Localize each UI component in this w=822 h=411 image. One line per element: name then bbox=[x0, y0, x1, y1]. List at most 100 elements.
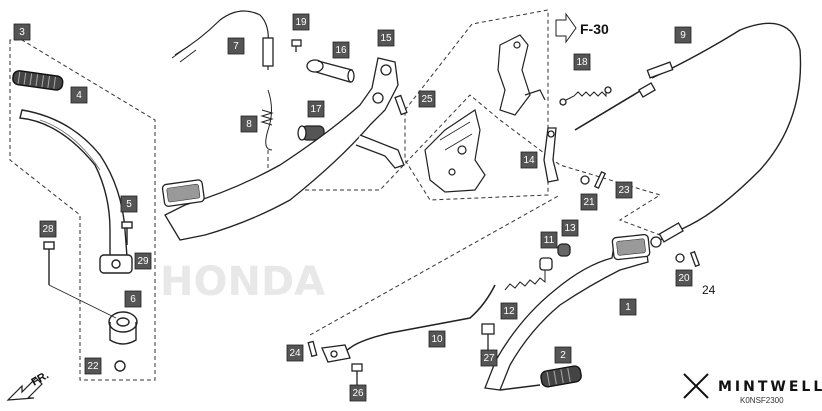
part-callout-18: 18 bbox=[573, 53, 591, 71]
front-direction-arrow: FR. bbox=[6, 369, 51, 401]
callout-number: 12 bbox=[503, 306, 515, 317]
callout-number: 21 bbox=[583, 197, 595, 208]
group-outlines bbox=[9, 9, 662, 381]
callout-box bbox=[332, 41, 350, 59]
bolt-27 bbox=[481, 323, 495, 350]
brake-pedal-pad bbox=[161, 179, 205, 207]
part-callout-22: 22 bbox=[84, 357, 102, 375]
callout-number: 27 bbox=[483, 353, 495, 364]
callout-box bbox=[292, 13, 310, 31]
grip-rubber bbox=[12, 70, 64, 91]
callout-number: 6 bbox=[130, 294, 136, 305]
callout-number: 17 bbox=[310, 104, 322, 115]
callout-box bbox=[418, 90, 436, 108]
callout-number: 13 bbox=[564, 223, 576, 234]
part-callout-3: 3 bbox=[13, 23, 31, 41]
callout-box bbox=[124, 290, 142, 308]
label-24-plain: 24 bbox=[702, 283, 716, 297]
reference-arrow: F-30 bbox=[555, 12, 609, 44]
callout-number: 25 bbox=[421, 94, 433, 105]
part-callout-8: 8 bbox=[240, 115, 258, 133]
part-callout-26: 26 bbox=[349, 384, 367, 402]
callout-number: 28 bbox=[42, 224, 54, 235]
callout-number: 23 bbox=[618, 185, 630, 196]
reference-label: F-30 bbox=[580, 21, 609, 37]
part-callout-10: 10 bbox=[428, 330, 446, 348]
bolt-26 bbox=[351, 363, 363, 385]
part-callout-15: 15 bbox=[377, 29, 395, 47]
callout-number: 9 bbox=[680, 30, 686, 41]
part-callout-27: 27 bbox=[480, 349, 498, 367]
callout-number: 16 bbox=[335, 45, 347, 56]
callout-box bbox=[480, 349, 498, 367]
bolt-19 bbox=[291, 39, 302, 52]
part-callout-4: 4 bbox=[70, 86, 88, 104]
pivot-pin-16 bbox=[306, 59, 355, 83]
callout-number: 14 bbox=[523, 155, 535, 166]
callout-box bbox=[573, 53, 591, 71]
callout-number: 1 bbox=[625, 302, 631, 313]
callout-number: 15 bbox=[380, 33, 392, 44]
part-callout-16: 16 bbox=[332, 41, 350, 59]
part-callout-12: 12 bbox=[500, 302, 518, 320]
callout-box bbox=[307, 100, 325, 118]
callout-box bbox=[39, 220, 57, 238]
part-callout-23: 23 bbox=[615, 181, 633, 199]
brake-rod-assembly bbox=[307, 233, 651, 391]
return-spring-18 bbox=[559, 86, 612, 106]
callout-number: 8 bbox=[246, 119, 252, 130]
shift-lever-assembly bbox=[12, 70, 138, 372]
callout-box bbox=[227, 37, 245, 55]
switch-bracket-assembly bbox=[424, 34, 546, 193]
callout-box bbox=[615, 181, 633, 199]
callout-number: 11 bbox=[544, 235, 555, 246]
callout-box bbox=[674, 26, 692, 44]
callout-number: 24 bbox=[289, 348, 301, 359]
callout-box bbox=[619, 298, 637, 316]
watermark-ghost: HONDA bbox=[160, 259, 325, 305]
callout-box bbox=[675, 269, 693, 287]
callout-number: 20 bbox=[678, 273, 690, 284]
callout-box bbox=[377, 29, 395, 47]
brake-pedal-pad-lower bbox=[611, 233, 651, 261]
callout-box bbox=[580, 193, 598, 211]
callout-box bbox=[520, 151, 538, 169]
part-callout-24: 24 bbox=[286, 344, 304, 362]
brake-cable-assembly bbox=[543, 22, 802, 268]
drawing-code: K0NSF2300 bbox=[740, 396, 784, 405]
part-callout-13: 13 bbox=[561, 219, 579, 237]
callout-number: 19 bbox=[295, 17, 307, 28]
part-callout-11: 11 bbox=[540, 231, 558, 249]
part-callout-19: 19 bbox=[292, 13, 310, 31]
part-callout-1: 1 bbox=[619, 298, 637, 316]
collar-17 bbox=[297, 125, 325, 141]
callout-box bbox=[134, 252, 152, 270]
part-callout-2: 2 bbox=[554, 346, 572, 364]
callout-box bbox=[554, 346, 572, 364]
bolt-28 bbox=[43, 241, 55, 285]
callout-number: 18 bbox=[576, 57, 588, 68]
callout-number: 7 bbox=[233, 41, 239, 52]
brand-mark: MINTWELL K0NSF2300 bbox=[683, 373, 822, 405]
part-callout-6: 6 bbox=[124, 290, 142, 308]
brand-name: MINTWELL bbox=[718, 379, 822, 395]
callout-number: 5 bbox=[126, 199, 132, 210]
callout-box bbox=[428, 330, 446, 348]
part-callout-29: 29 bbox=[134, 252, 152, 270]
part-callout-9: 9 bbox=[674, 26, 692, 44]
part-callout-7: 7 bbox=[227, 37, 245, 55]
callout-box bbox=[13, 23, 31, 41]
callout-box bbox=[84, 357, 102, 375]
part-callout-5: 5 bbox=[120, 195, 138, 213]
brake-switch-assembly bbox=[161, 10, 408, 241]
front-label: FR. bbox=[30, 369, 51, 388]
callout-box bbox=[286, 344, 304, 362]
part-callout-20: 20 bbox=[675, 269, 693, 287]
bolt-5 bbox=[121, 221, 133, 245]
callout-box bbox=[500, 302, 518, 320]
part-callout-28: 28 bbox=[39, 220, 57, 238]
callout-box bbox=[240, 115, 258, 133]
callout-box bbox=[540, 231, 558, 249]
callout-box bbox=[70, 86, 88, 104]
